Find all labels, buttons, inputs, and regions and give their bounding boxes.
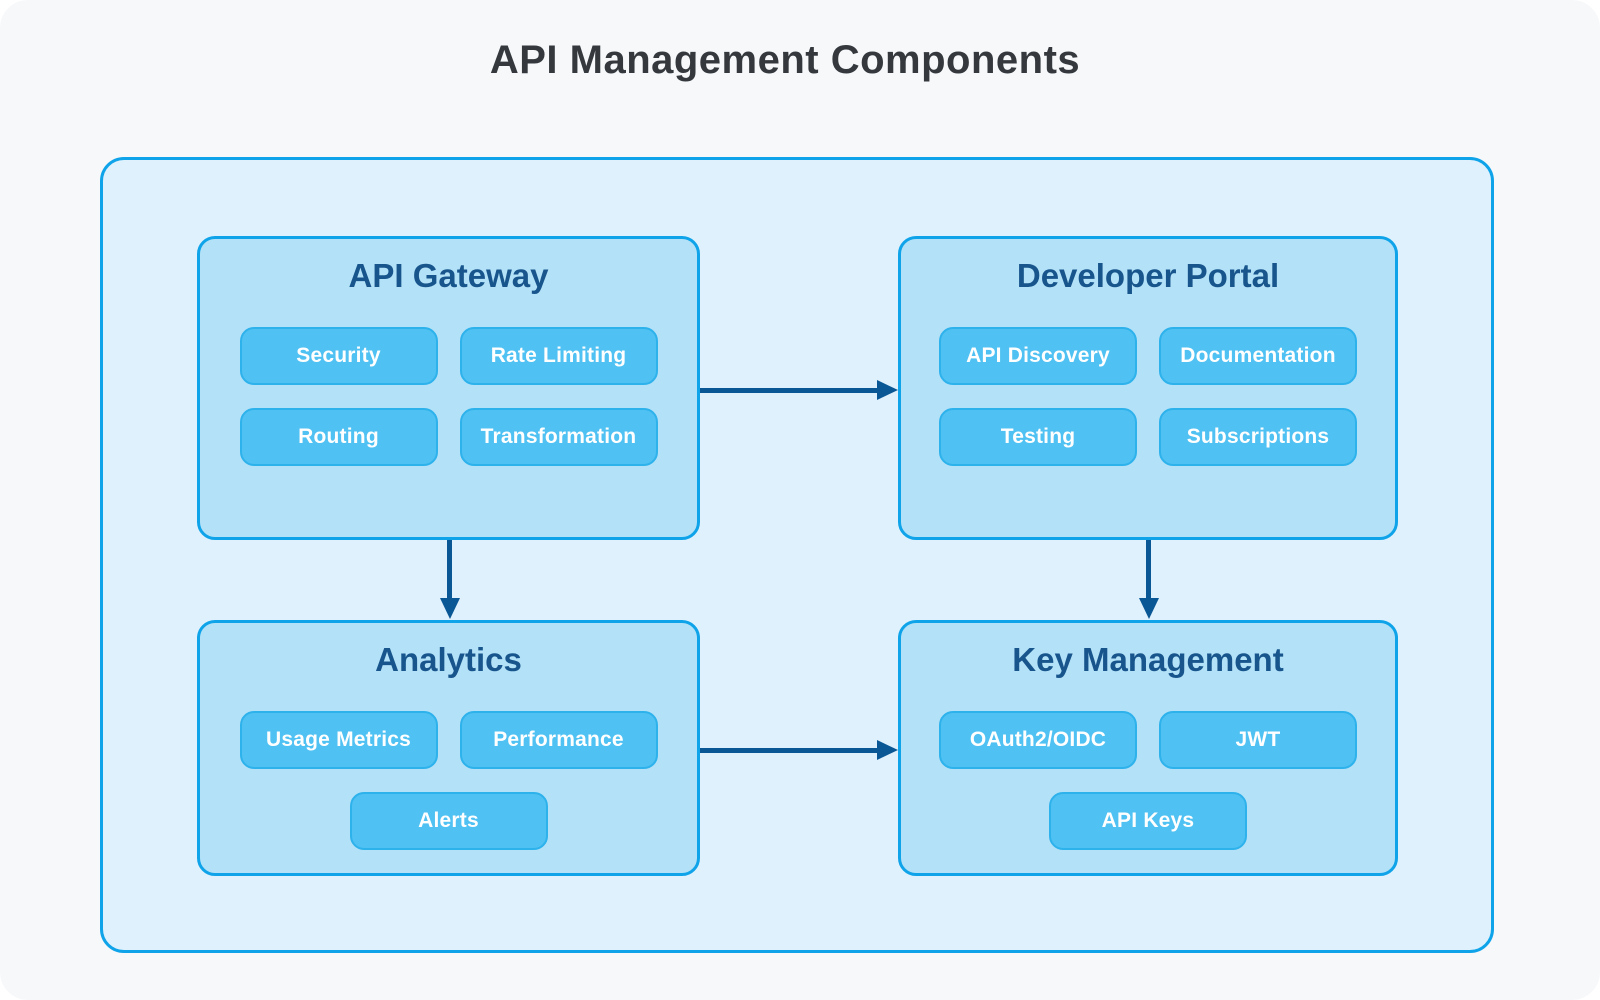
arrow-head-right-icon bbox=[877, 740, 898, 760]
chip-security: Security bbox=[239, 327, 438, 385]
chip-oauth2-oidc: OAuth2/OIDC bbox=[939, 711, 1137, 769]
arrow-line bbox=[1146, 540, 1151, 600]
chip-grid-developer-portal: API Discovery Documentation Testing Subs… bbox=[901, 327, 1395, 466]
chip-subscriptions: Subscriptions bbox=[1159, 408, 1357, 466]
chip-api-discovery: API Discovery bbox=[939, 327, 1137, 385]
arrow-head-down-icon bbox=[1139, 598, 1159, 619]
component-title-api-gateway: API Gateway bbox=[348, 257, 549, 294]
arrow-line bbox=[700, 748, 879, 753]
arrow-head-down-icon bbox=[440, 598, 460, 619]
chip-testing: Testing bbox=[939, 408, 1137, 466]
chip-grid-analytics: Usage Metrics Performance Alerts bbox=[200, 711, 697, 850]
arrow-head-right-icon bbox=[877, 380, 898, 400]
chip-jwt: JWT bbox=[1159, 711, 1357, 769]
component-box-developer-portal: Developer Portal API Discovery Documenta… bbox=[898, 236, 1398, 540]
chip-routing: Routing bbox=[239, 408, 438, 466]
component-title-key-management: Key Management bbox=[1012, 641, 1284, 678]
chip-performance: Performance bbox=[459, 711, 658, 769]
chip-rate-limiting: Rate Limiting bbox=[459, 327, 658, 385]
component-title-analytics: Analytics bbox=[375, 641, 522, 678]
chip-documentation: Documentation bbox=[1159, 327, 1357, 385]
arrow-line bbox=[700, 388, 879, 393]
chip-grid-key-management: OAuth2/OIDC JWT API Keys bbox=[901, 711, 1395, 850]
chip-api-keys: API Keys bbox=[1049, 792, 1247, 850]
chip-usage-metrics: Usage Metrics bbox=[239, 711, 438, 769]
component-box-key-management: Key Management OAuth2/OIDC JWT API Keys bbox=[898, 620, 1398, 876]
chip-alerts: Alerts bbox=[349, 792, 548, 850]
component-box-api-gateway: API Gateway Security Rate Limiting Routi… bbox=[197, 236, 700, 540]
component-box-analytics: Analytics Usage Metrics Performance Aler… bbox=[197, 620, 700, 876]
arrow-line bbox=[447, 540, 452, 600]
component-title-developer-portal: Developer Portal bbox=[1016, 257, 1280, 294]
chip-grid-api-gateway: Security Rate Limiting Routing Transform… bbox=[200, 327, 697, 466]
chip-transformation: Transformation bbox=[459, 408, 658, 466]
diagram-title: API Management Components bbox=[489, 38, 1081, 82]
